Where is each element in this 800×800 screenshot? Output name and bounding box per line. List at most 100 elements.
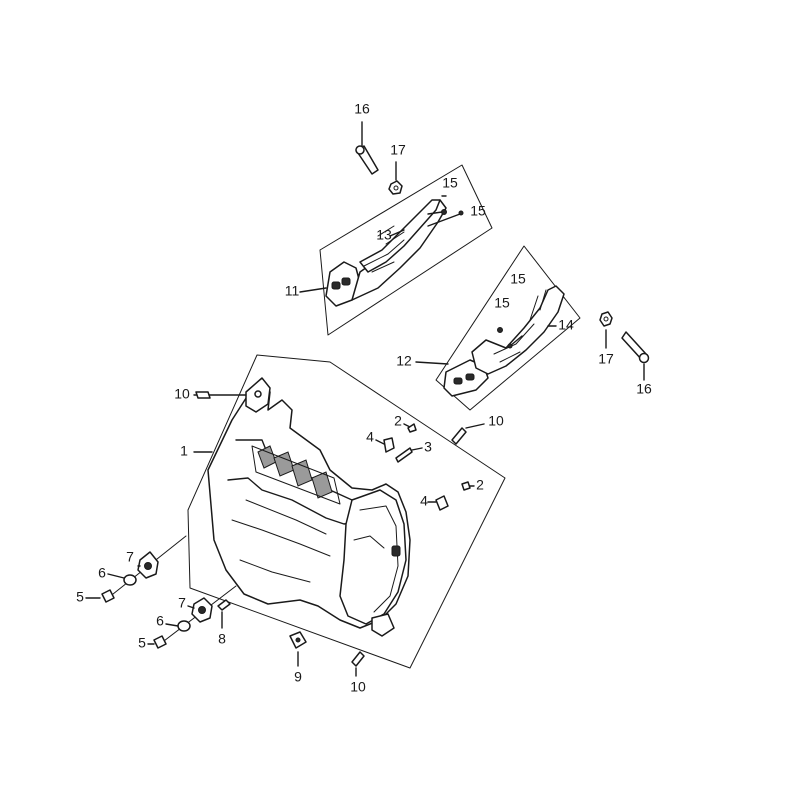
screw-10b [451,427,467,445]
group-frame-1 [187,354,506,669]
callout-10: 10 [174,386,190,402]
leader-7b [187,605,195,609]
bolt-16-right [621,331,650,381]
screw-10c [351,651,365,667]
callout-1: 1 [180,443,188,459]
callout-15: 15 [510,271,526,287]
callout-9: 9 [294,669,302,685]
fastener-2-4-upper [375,423,417,453]
screw-15a-head [441,209,447,215]
callout-4: 4 [366,429,374,445]
vent-slot-3 [291,459,313,487]
callout-8: 8 [218,631,226,647]
bolt-5b [153,635,167,649]
screw-8-body [217,599,231,611]
screw-8 [217,599,231,629]
bracket-12-arm [471,285,565,375]
callout-15: 15 [494,295,510,311]
bolt-3 [395,447,423,463]
callout-15: 15 [442,175,458,191]
callout-15: 15 [470,203,486,219]
mount-stack-lower [153,585,237,649]
fastener-2-4-lower [427,481,475,511]
screw-15a [427,211,443,215]
vent-slot-4 [311,471,333,499]
callout-2: 2 [476,477,484,493]
nut-17-top [388,161,403,195]
callout-17: 17 [390,142,406,158]
clip-9 [289,631,307,667]
callout-14: 14 [558,317,574,333]
nut-17a-hole [393,185,399,191]
bracket-12-slot-b [465,373,475,381]
callout-5: 5 [138,635,146,651]
upper-bracket-group [319,164,493,336]
cover-bottom-tab [371,613,395,637]
callout-11: 11 [285,283,300,299]
callout-10: 10 [350,679,366,695]
leader-3 [411,447,423,451]
lower-bracket-group [435,245,581,411]
vent-frame [251,445,341,505]
screw-15d-head [507,343,513,349]
clip-2a [407,423,417,433]
leader-13 [389,229,405,237]
bolt-16a-head [355,145,365,155]
callout-6: 6 [98,565,106,581]
screw-10-right [451,423,485,445]
vent-grille [251,445,341,505]
cover-rib-3 [231,499,331,583]
callout-12: 12 [396,353,412,369]
leader-6b [165,623,179,627]
bolt-5a [101,589,115,603]
screw-10a [195,391,211,399]
cover-left-tab-hole [254,390,262,398]
main-cover-group [187,354,506,669]
rubber-mount-7a-core [144,562,152,570]
nut-17a [388,180,403,195]
screw-10-bottom [351,651,365,677]
bracket-11-detail [363,225,405,273]
screw-15b [427,213,461,227]
callout-7: 7 [126,549,134,565]
grommet-4b [435,495,449,511]
callout-3: 3 [424,439,432,455]
clip-9-hole [295,637,301,643]
bracket-11-upper [359,199,441,273]
bracket-11-slot-a [331,281,341,290]
rubber-mount-7b-core [198,606,206,614]
cover-right-housing [339,489,407,625]
callout-13: 13 [376,227,392,243]
bracket-12-slot-a [453,377,463,385]
clip-2b [461,481,471,491]
callout-10: 10 [488,413,504,429]
bracket-11-slot-b [341,277,351,286]
callout-16: 16 [354,101,370,117]
bolt-16-top [355,121,379,175]
callout-4: 4 [420,493,428,509]
mount-stack-upper [101,535,187,603]
screw-15b-head [458,210,464,216]
nut-17b-hole [603,316,609,322]
callout-2: 2 [394,413,402,429]
group-frame-12 [435,245,581,411]
callout-labels: 16 17 15 15 13 11 15 15 14 12 17 16 10 1… [76,101,652,695]
bracket-12-detail [493,289,547,363]
nut-17b [599,311,613,327]
group-frame-11 [319,164,493,336]
leader-10b [465,423,485,429]
nut-17-right [599,311,613,349]
grommet-4a [383,437,395,453]
cover-right-port [391,545,401,557]
washer-6b [177,620,191,632]
bolt-16b-head [638,352,650,364]
leader-11 [299,287,327,293]
callout-16: 16 [636,381,652,397]
leader-12 [415,361,449,365]
screw-15c-head [497,327,503,333]
leader-6a [107,573,125,579]
callout-7: 7 [178,595,186,611]
callout-6: 6 [156,613,164,629]
callout-5: 5 [76,589,84,605]
